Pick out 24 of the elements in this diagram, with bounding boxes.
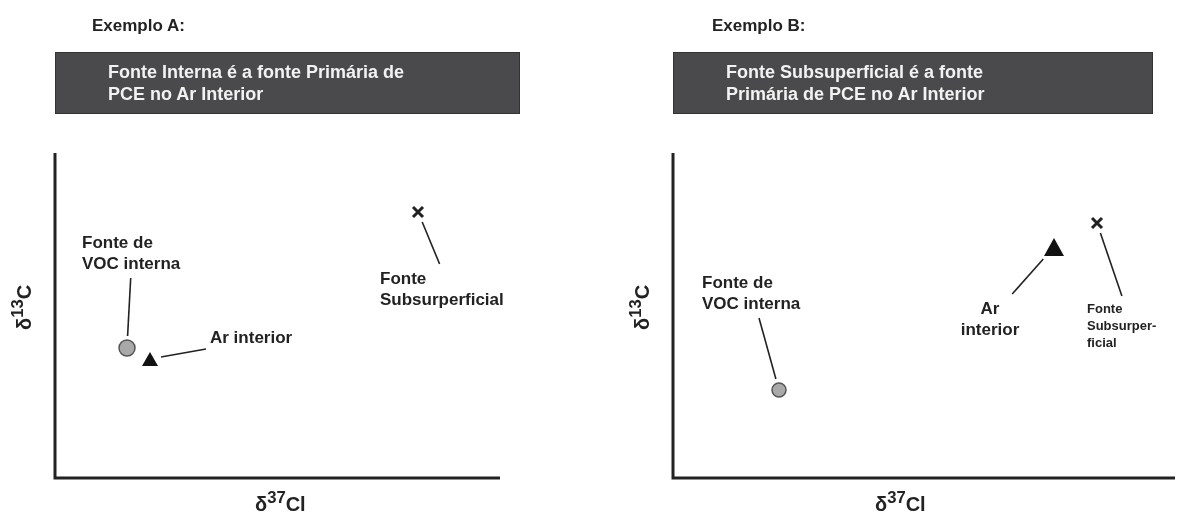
point-label: Ar interior [955, 298, 1025, 340]
leader-line [421, 221, 441, 265]
statement-banner: Fonte Subsuperficial é a fonte Primária de PCE no Ar Interior [673, 52, 1153, 114]
point-label: Fonte Subsurper-ficial [1087, 300, 1177, 351]
triangle-marker [142, 352, 158, 366]
point-label: Fonte Subsurperficial [380, 268, 520, 310]
triangle-marker [1044, 238, 1064, 256]
point-label: Ar interior [210, 327, 330, 348]
leader-line [1099, 232, 1123, 297]
axis-label: δ$^{37}$Cl [875, 488, 926, 516]
leader-line [758, 317, 777, 380]
statement-banner: Fonte Interna é a fonte Primária de PCE no Ar Interior [55, 52, 520, 114]
cross-marker [1090, 216, 1104, 230]
circle-marker [118, 339, 136, 357]
heading: Exemplo A: [92, 16, 185, 36]
leader-line [160, 348, 207, 358]
point-label: Fonte de VOC interna [82, 232, 182, 274]
leader-line [1011, 258, 1045, 295]
point-label: Fonte de VOC interna [702, 272, 802, 314]
axis-label: δ$^{37}$Cl [255, 488, 306, 516]
circle-marker [771, 382, 787, 398]
leader-line [126, 277, 132, 337]
heading: Exemplo B: [712, 16, 806, 36]
cross-marker [411, 205, 425, 219]
